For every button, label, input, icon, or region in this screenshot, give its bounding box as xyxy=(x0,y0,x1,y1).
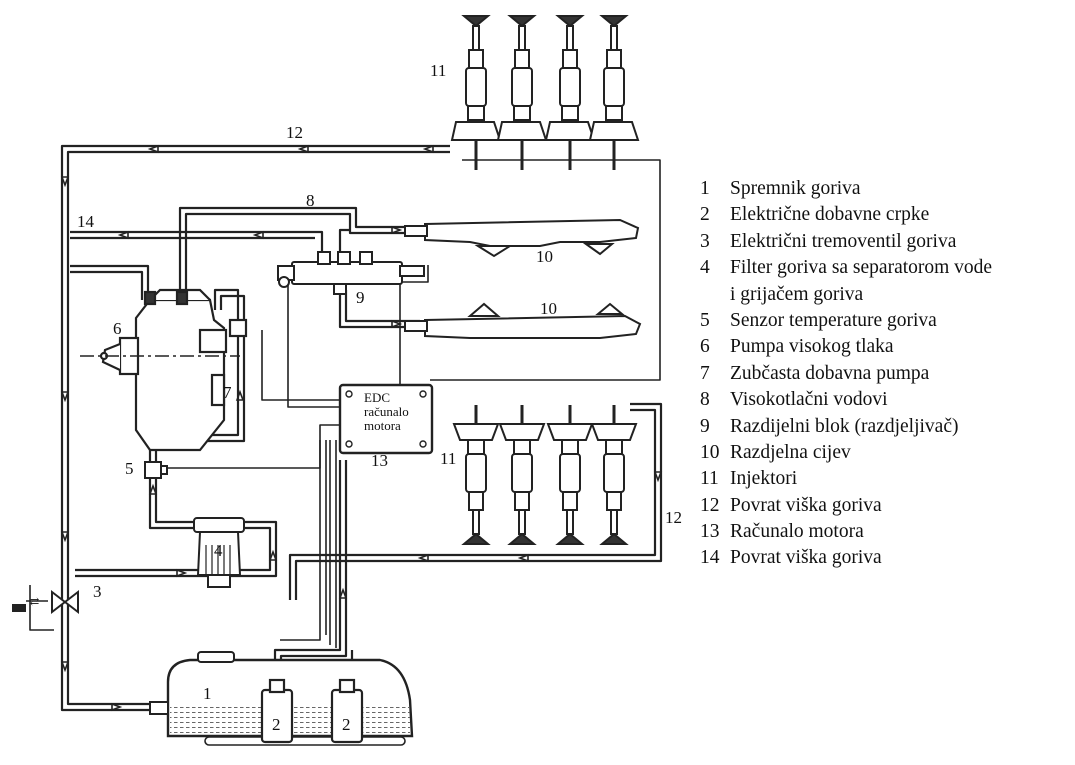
legend-text: Razdijelni blok (razdjeljivač) xyxy=(730,415,959,437)
ecu-13: EDC računalo motora xyxy=(338,383,434,455)
callout-11-lower: 11 xyxy=(440,449,456,468)
electric-pump-2-right xyxy=(330,678,364,744)
legend-number: 8 xyxy=(700,389,710,411)
temp-sensor-5 xyxy=(144,461,168,479)
legend-item: 4 Filter goriva sa separatorom vode xyxy=(700,255,1070,281)
injector-lower-3 xyxy=(546,405,594,545)
rail-lower xyxy=(404,302,642,339)
legend-text: Povrat viška goriva xyxy=(730,547,882,569)
ecu-label-line1: EDC xyxy=(364,390,390,405)
injector-upper-4 xyxy=(588,15,640,170)
legend-number: 5 xyxy=(700,309,710,331)
injector-lower-4 xyxy=(590,405,638,545)
high-pressure-pump-6 xyxy=(80,288,248,452)
legend-item: 8 Visokotlačni vodovi xyxy=(700,387,1070,413)
callout-numbers: 1 2 2 3 4 5 6 7 8 9 10 10 11 11 12 12 14… xyxy=(77,61,682,734)
callout-14: 14 xyxy=(77,212,95,231)
callout-10-upper: 10 xyxy=(536,247,553,266)
legend-item: 7 Zubčasta dobavna pumpa xyxy=(700,361,1070,387)
legend-text: Pumpa visokog tlaka xyxy=(730,336,894,358)
legend-text: Spremnik goriva xyxy=(730,178,861,199)
callout-8: 8 xyxy=(306,191,315,210)
legend-number: 3 xyxy=(700,230,710,252)
legend-number: 11 xyxy=(700,468,719,490)
injector-upper-2 xyxy=(496,15,548,170)
legend-text: Filter goriva sa separatorom vode xyxy=(730,257,993,279)
return-line-14 xyxy=(70,230,324,300)
callout-2-right: 2 xyxy=(342,715,351,734)
ecu-label-line3: motora xyxy=(364,418,401,433)
pump-supply-lines xyxy=(273,460,354,690)
legend-text: Razdjelna cijev xyxy=(730,441,851,463)
legend-item: 11 Injektori xyxy=(700,466,1070,492)
return-line-12-right xyxy=(288,402,663,600)
legend-item: 1 Spremnik goriva xyxy=(700,176,1070,202)
ecu-wires xyxy=(29,159,661,648)
callout-7: 7 xyxy=(223,383,232,402)
legend-number: 12 xyxy=(700,494,720,516)
legend-item: 10 Razdjelna cijev xyxy=(700,440,1070,466)
callout-1: 1 xyxy=(203,684,212,703)
legend-item: 5 Senzor temperature goriva xyxy=(700,308,1070,334)
injectors-upper xyxy=(450,15,640,170)
legend-number xyxy=(700,282,730,308)
legend-number: 4 xyxy=(700,257,710,279)
legend-item: 9 Razdijelni blok (razdjeljivač) xyxy=(700,414,1070,440)
solenoid-valve-3: ⇄ xyxy=(12,589,79,615)
legend-number: 6 xyxy=(700,336,710,358)
callout-11-upper: 11 xyxy=(430,61,446,80)
legend-number: 1 xyxy=(700,178,710,199)
legend-number: 10 xyxy=(700,441,720,463)
high-pressure-lines-8 xyxy=(178,206,420,329)
legend-item: i grijačem goriva xyxy=(700,282,1070,308)
legend-text: Injektori xyxy=(730,468,798,490)
legend-item: 6 Pumpa visokog tlaka xyxy=(700,334,1070,360)
legend-text: Senzor temperature goriva xyxy=(730,309,937,331)
callout-12-right: 12 xyxy=(665,508,682,527)
injectors-lower xyxy=(452,405,638,545)
legend-text: Zubčasta dobavna pumpa xyxy=(730,362,930,384)
common-rail-diagram: EDC računalo motora ⇄ xyxy=(12,15,682,746)
filter-4 xyxy=(193,517,245,588)
legend-item: 2 Električne dobavne crpke xyxy=(700,202,1070,228)
injector-lower-1 xyxy=(452,405,500,545)
callout-12-upper: 12 xyxy=(286,123,303,142)
legend-text: Električne dobavne crpke xyxy=(730,204,930,226)
legend-item: 3 Električni tremoventil goriva xyxy=(700,229,1070,255)
legend-text: Računalo motora xyxy=(730,521,864,543)
legend-item: 13 Računalo motora xyxy=(700,519,1070,545)
injector-lower-2 xyxy=(498,405,546,545)
legend-text: Povrat viška goriva xyxy=(730,494,882,516)
injector-upper-1 xyxy=(450,15,502,170)
filter-lines xyxy=(75,478,278,578)
distributor-block-9 xyxy=(277,251,425,295)
legend-number: 7 xyxy=(700,362,710,384)
callout-9: 9 xyxy=(356,288,365,307)
flow-arrows xyxy=(60,144,663,712)
legend-text: i grijačem goriva xyxy=(730,283,864,305)
legend-item: 14 Povrat viška goriva xyxy=(700,545,1070,571)
legend-number: 14 xyxy=(700,547,720,569)
injector-upper-3 xyxy=(544,15,596,170)
callout-2-left: 2 xyxy=(272,715,281,734)
callout-4: 4 xyxy=(214,541,223,560)
ecu-label-line2: računalo xyxy=(364,404,409,419)
rail-upper xyxy=(404,218,640,258)
legend-text: Visokotlačni vodovi xyxy=(730,389,888,411)
valve-arrows: ⇄ xyxy=(30,596,39,608)
callout-10-lower: 10 xyxy=(540,299,557,318)
legend-number: 2 xyxy=(700,204,710,226)
callout-5: 5 xyxy=(125,459,134,478)
legend: 1 Spremnik goriva 2 Električne dobavne crpk… xyxy=(700,176,1070,572)
legend-number: 13 xyxy=(700,521,720,543)
callout-3: 3 xyxy=(93,582,102,601)
legend-item: 12 Povrat viška goriva xyxy=(700,493,1070,519)
legend-text: Električni tremoventil goriva xyxy=(730,230,957,252)
callout-6: 6 xyxy=(113,319,122,338)
callout-13: 13 xyxy=(371,451,388,470)
legend-number: 9 xyxy=(700,415,710,437)
electric-pump-2-left xyxy=(260,678,294,744)
